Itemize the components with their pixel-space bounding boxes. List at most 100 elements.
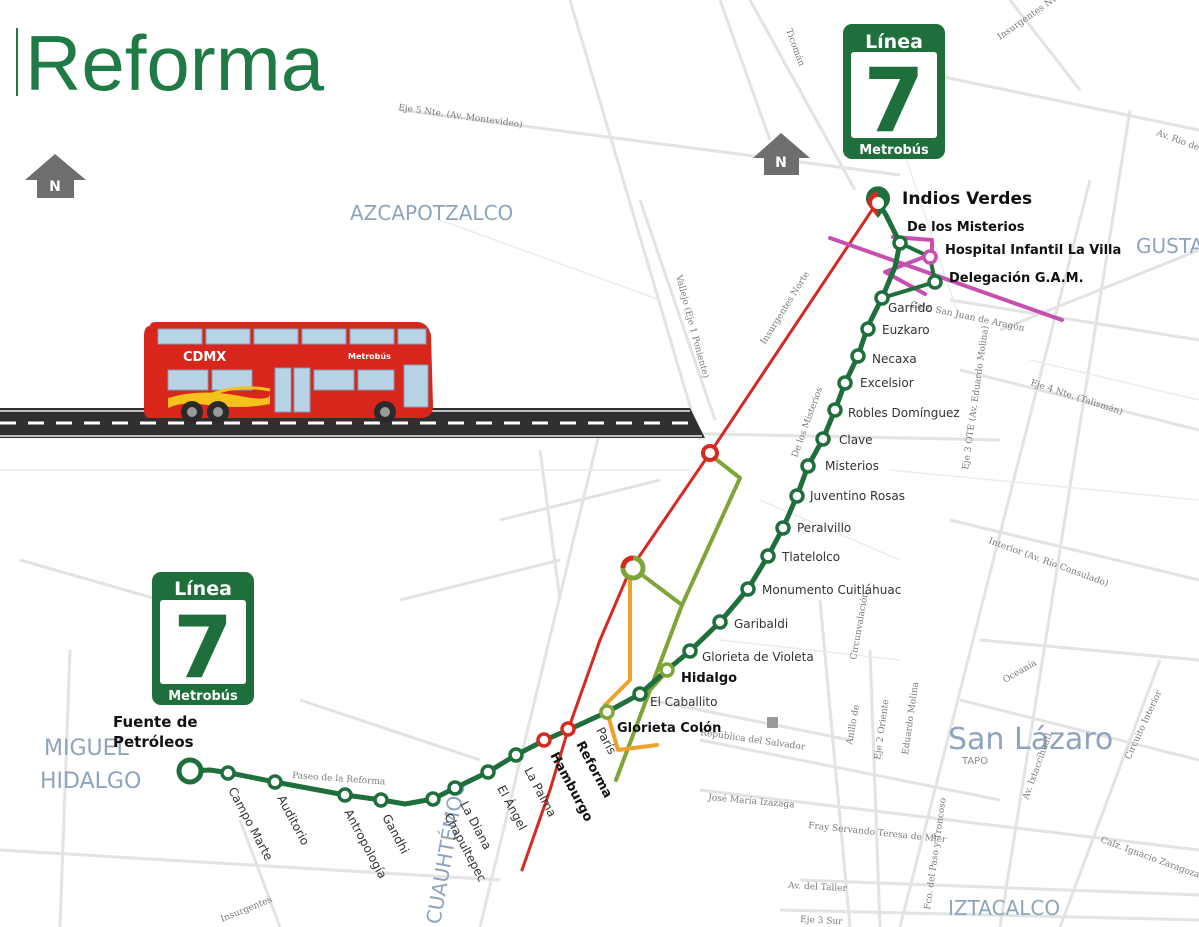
- landmark-square: [767, 717, 778, 728]
- station-marker-gandhi: [373, 792, 389, 808]
- station-label-fuente-de: Fuente de: [113, 713, 198, 731]
- station-marker-tlatelolco: [760, 548, 776, 564]
- station-marker-campo-marte: [220, 765, 236, 781]
- station-label-clave: Clave: [839, 433, 873, 447]
- station-marker-juventino-rosas: [789, 488, 805, 504]
- station-label-excelsior: Excelsior: [860, 376, 914, 390]
- station-marker-excelsior: [837, 375, 853, 391]
- line7-branch: [881, 241, 938, 300]
- street-anillo: Anillo de: [845, 704, 862, 746]
- station-marker-la-diana: [447, 780, 463, 796]
- district-iztacalco: IZTACALCO: [948, 896, 1060, 920]
- district-azcapotzalco: AZCAPOTZALCO: [350, 201, 513, 225]
- terminal-indios-verdes-marker: [866, 186, 890, 218]
- badge-top-line: Línea: [865, 31, 923, 53]
- line7-badge-top: Línea 7 Metrobús: [843, 24, 945, 159]
- station-label-garibaldi: Garibaldi: [734, 617, 788, 631]
- station-label-de-los-misterios: De los Misterios: [907, 220, 1025, 235]
- station-marker-el-caballito: [632, 686, 648, 702]
- street-ticoman: Ticomán: [783, 27, 807, 68]
- street-paseo-reforma: Paseo de la Reforma: [292, 771, 386, 788]
- street-eje3sur: Eje 3 Sur: [800, 915, 844, 927]
- station-marker-la-palma: [508, 747, 524, 763]
- station-marker-auditorio: [267, 774, 283, 790]
- station-label-glorieta-colon: Glorieta Colón: [617, 721, 721, 736]
- station-marker-chapultepec: [425, 791, 441, 807]
- station-marker-euzkaro: [860, 321, 876, 337]
- station-label-garrido: Garrido: [888, 301, 933, 315]
- station-marker-necaxa: [850, 348, 866, 364]
- street-fco-paso: Fco. del Paso y Troncoso: [923, 797, 949, 910]
- station-label-glorieta-de-violeta: Glorieta de Violeta: [702, 650, 814, 664]
- station-label-hospital-infantil-la-villa: Hospital Infantil La Villa: [945, 243, 1121, 258]
- street-eje3: Eje 3 OTE (Av. Eduardo Molina): [960, 325, 991, 470]
- station-marker-el-angel: [480, 764, 496, 780]
- badge-left-number: 7: [173, 598, 233, 698]
- station-marker-peralvillo: [775, 520, 791, 536]
- station-label-monumento-cuitlahuac: Monumento Cuitláhuac: [762, 583, 901, 597]
- street-eje5: Eje 5 Nte. (Av. Montevideo): [398, 102, 524, 130]
- station-marker-glorieta-de-violeta: [682, 643, 698, 659]
- station-marker-hidalgo: [659, 662, 675, 678]
- station-label-indios-verdes: Indios Verdes: [902, 189, 1032, 209]
- bus-brand: CDMX: [183, 350, 226, 365]
- street-insurgentes-bottom: Insurgentes: [219, 895, 274, 925]
- badge-top-number: 7: [863, 49, 924, 152]
- north-arrow-right: N: [753, 133, 810, 175]
- station-marker-clave: [815, 431, 831, 447]
- station-label-robles-dominguez: Robles Domínguez: [848, 406, 960, 420]
- station-label-paris: París: [593, 725, 619, 757]
- street-eje4: Eje 4 Nte. (Talismán): [1029, 377, 1124, 417]
- street-rio: Av. Rio de: [1154, 128, 1199, 153]
- street-circunvalacion: Circunvalación: [848, 591, 871, 661]
- badge-left-brand: Metrobús: [168, 689, 238, 704]
- station-marker-delegacion-g-a-m: [927, 274, 943, 290]
- street-eje2: Eje 2 Oriente: [873, 699, 891, 761]
- minor-streets: [0, 79, 1199, 661]
- double-decker-bus: CDMX Metrobús: [144, 322, 433, 423]
- station-marker-hospital-infantil-la-villa: [922, 249, 938, 265]
- station-marker-glorieta-colon: [599, 704, 615, 720]
- line7-badge-left: Línea 7 Metrobús: [152, 572, 254, 705]
- station-label-el-caballito: El Caballito: [650, 695, 717, 709]
- street-av-taller: Av. del Taller: [787, 881, 848, 894]
- north-label-right: N: [775, 155, 787, 171]
- street-insurgentes-norte: Insurgentes Norte: [759, 270, 812, 346]
- north-label-left: N: [49, 179, 61, 195]
- street-calz-ignacio: Calz. Ignacio Zaragoza: [1099, 835, 1199, 880]
- district-san-lazaro: San Lázaro: [948, 722, 1113, 757]
- badge-left-line: Línea: [174, 578, 232, 600]
- station-marker-hamburgo: [536, 732, 552, 748]
- street-oceania: Oceanía: [1001, 657, 1039, 685]
- terminal-fuente-marker: [176, 757, 204, 785]
- station-marker-misterios: [800, 458, 816, 474]
- transfer-markers: [620, 444, 719, 581]
- station-marker-garrido: [874, 290, 890, 306]
- olive-line: [614, 451, 742, 782]
- badge-top-brand: Metrobús: [859, 143, 929, 158]
- district-tapo: TAPO: [961, 756, 988, 767]
- station-marker-reforma: [560, 721, 576, 737]
- station-marker-monumento-cuitlahuac: [740, 581, 756, 597]
- north-arrow-left: N: [25, 154, 86, 198]
- district-hidalgo: HIDALGO: [40, 769, 141, 794]
- station-label-necaxa: Necaxa: [872, 352, 917, 366]
- bus-operator: Metrobús: [348, 352, 391, 361]
- station-label-delegacion-g-a-m: Delegación G.A.M.: [949, 271, 1084, 286]
- street-eduardo-molina: Eduardo Molina: [901, 681, 921, 756]
- district-miguel: MIGUEL: [44, 736, 130, 761]
- station-label-gandhi: Gandhi: [379, 812, 411, 856]
- station-label-juventino-rosas: Juventino Rosas: [809, 489, 905, 503]
- station-label-euzkaro: Euzkaro: [882, 323, 930, 337]
- station-label-peralvillo: Peralvillo: [797, 521, 851, 535]
- street-labels: Eje 5 Nte. (Av. Montevideo) Ticomán Insu…: [219, 0, 1199, 927]
- station-marker-antropologia: [337, 787, 353, 803]
- station-marker-garibaldi: [712, 614, 728, 630]
- station-marker-de-los-misterios: [892, 235, 908, 251]
- station-label-misterios: Misterios: [825, 459, 879, 473]
- district-gustavo: GUSTAV: [1136, 234, 1199, 258]
- station-label-auditorio: Auditorio: [274, 793, 312, 848]
- station-label-la-palma: La Palma: [521, 765, 559, 820]
